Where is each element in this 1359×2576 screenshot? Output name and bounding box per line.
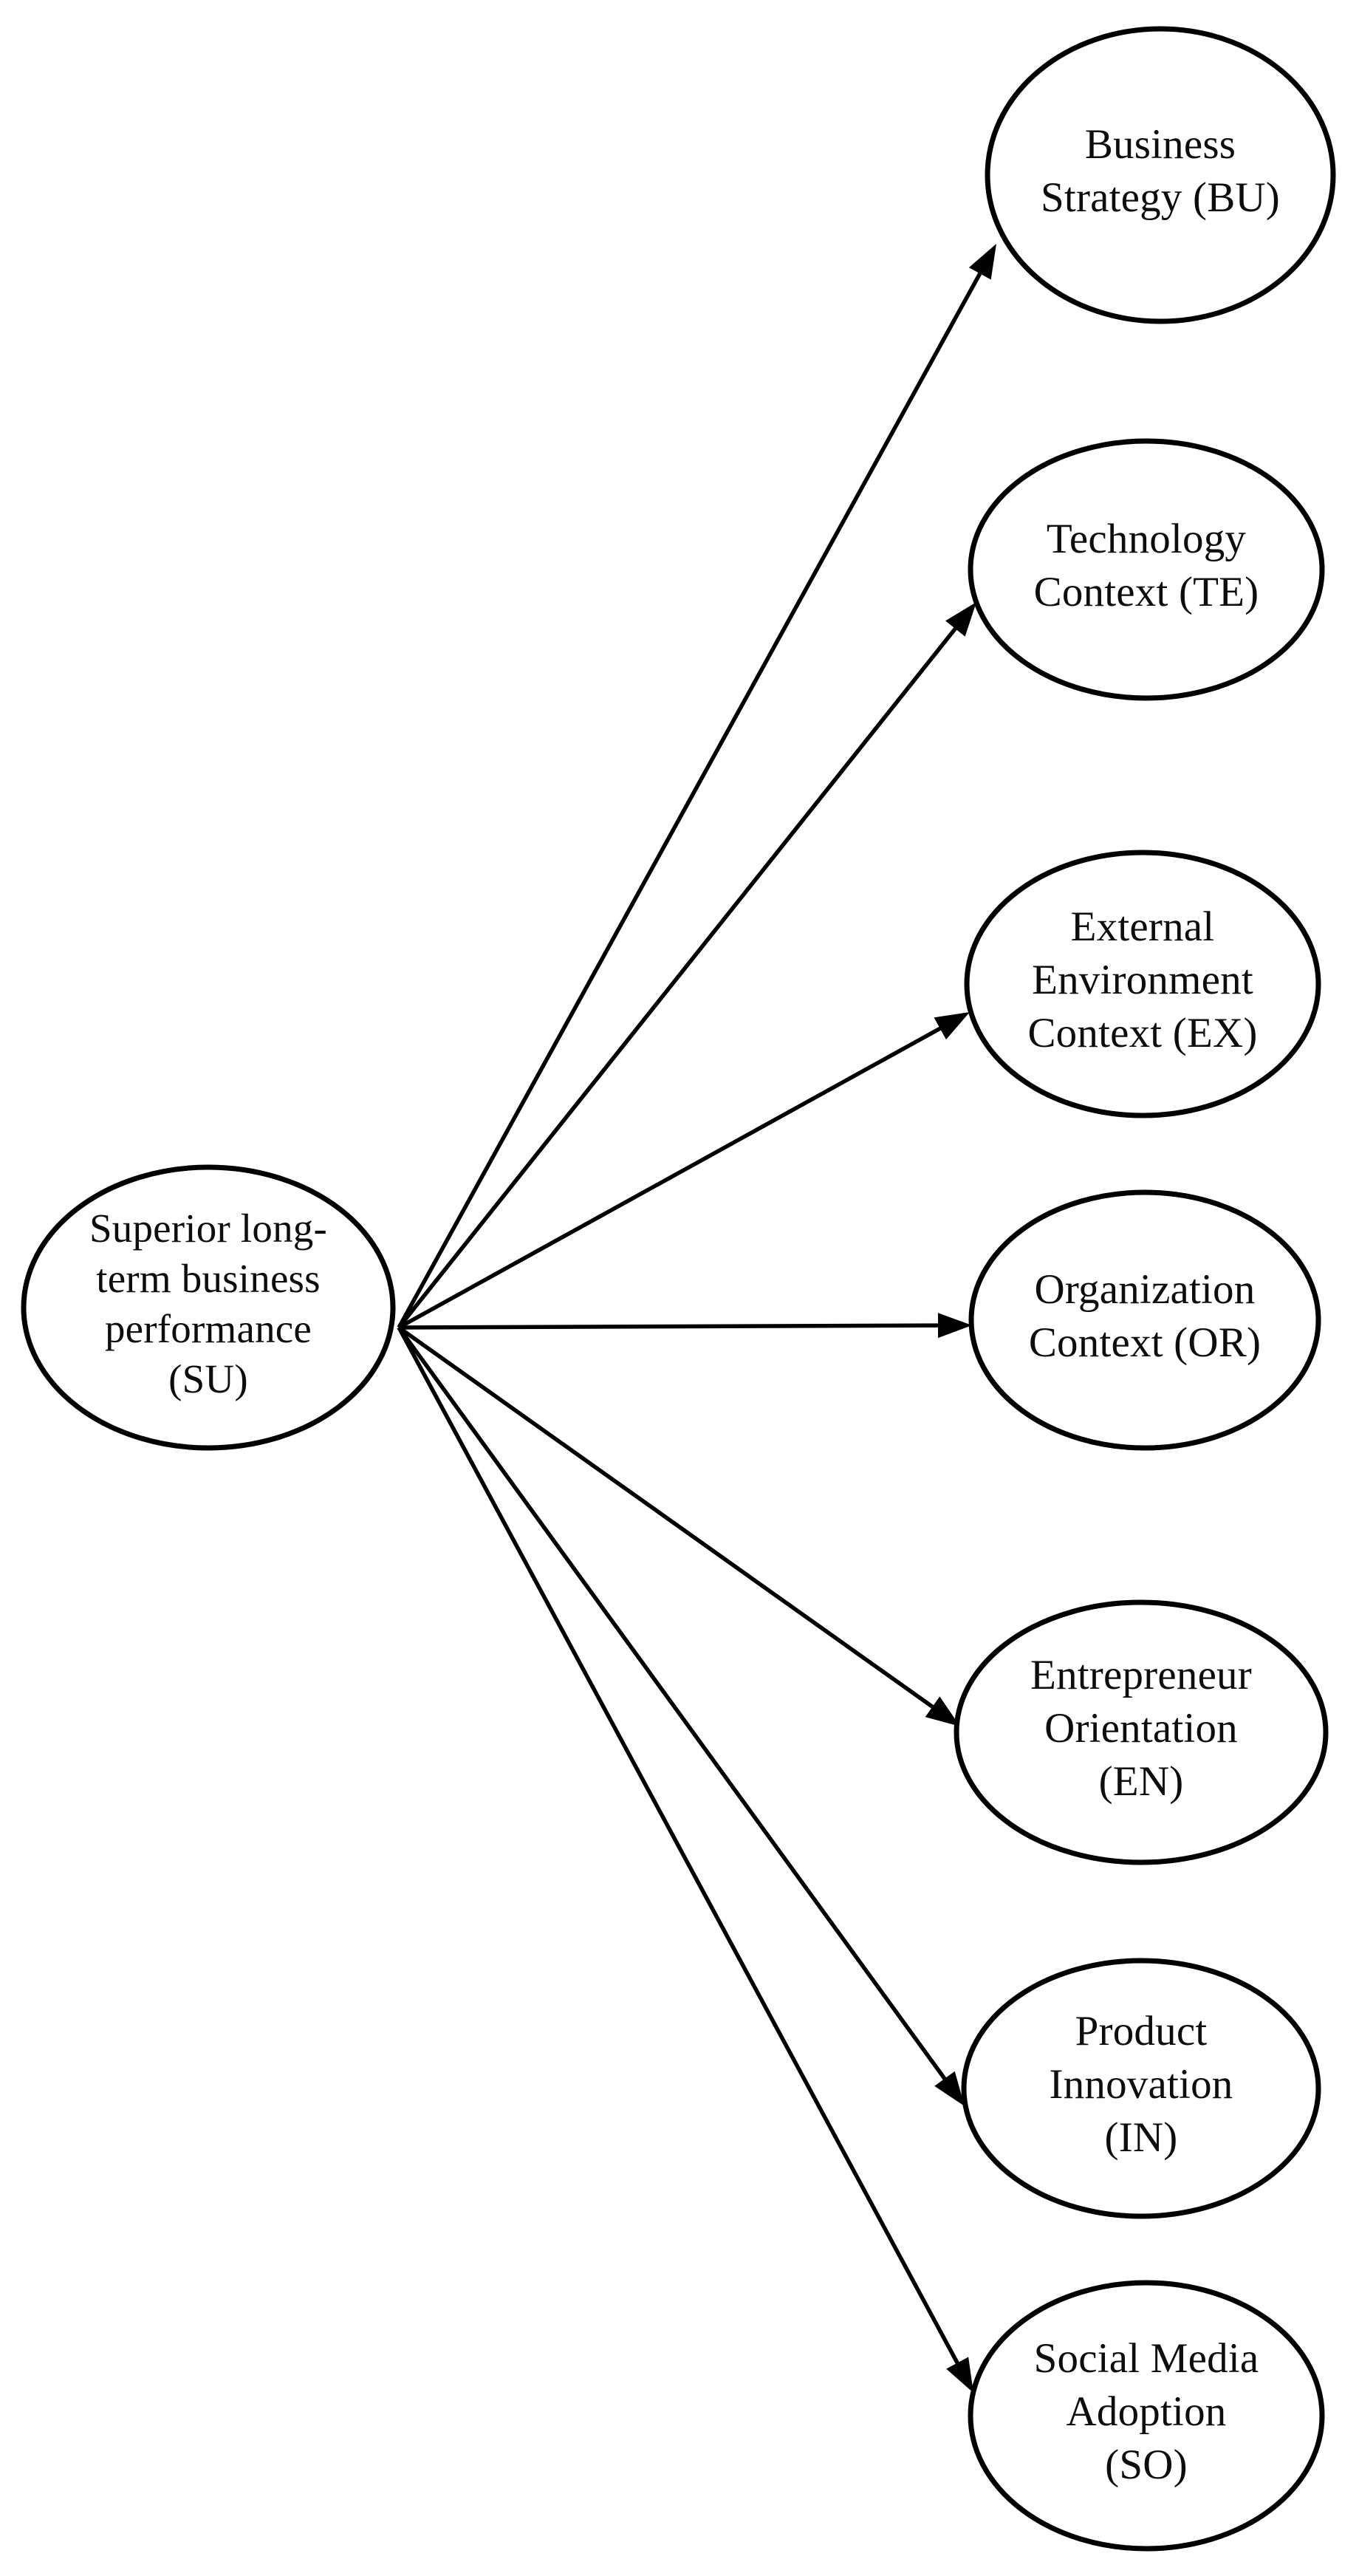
node-label-line: Orientation [1044,1705,1238,1752]
node-ellipse-so[interactable] [968,2280,1325,2552]
edge-line [397,1326,962,2368]
node-label-line: (IN) [1105,2114,1178,2161]
edges-layer [397,244,996,2393]
node-label-line: (SO) [1105,2442,1188,2488]
nodes-layer: Superior long-term business performance (S… [21,26,1336,2552]
edge-arrowhead-icon [937,1313,972,1339]
edge-su-to-so [397,1326,973,2393]
edge-line [398,1323,943,1330]
edge-arrowhead-icon [945,602,976,637]
edge-line [397,1325,937,1712]
edge-arrowhead-icon [934,1012,970,1040]
node-label-line: Context (OR) [1029,1319,1261,1366]
edge-su-to-in [397,1326,965,2106]
node-label-line: Social Media [1034,2335,1259,2382]
edge-su-to-te [397,602,976,1329]
node-label-line: Context (TE) [1034,569,1259,615]
node-label-line: Context (EX) [1027,1010,1257,1056]
node-ellipse-bu[interactable] [985,26,1336,324]
edge-su-to-bu [397,244,996,1329]
edge-line [397,1326,949,2084]
node-label-line: Product [1075,2008,1208,2054]
node-su[interactable]: Superior long-term business performance (S… [21,1164,396,1451]
edge-line [397,623,960,1329]
edge-line [397,268,985,1329]
node-label-line: Environment [1032,957,1253,1003]
edge-su-to-or [398,1313,972,1339]
node-label-line: (SU) [168,1356,248,1401]
node-label-line: (EN) [1099,1758,1184,1805]
node-label-line: Entrepreneur [1030,1652,1252,1698]
node-label-line: Superior long- [89,1206,327,1251]
node-label-line: Business [1085,121,1236,168]
node-ellipse-ex[interactable] [964,850,1321,1118]
node-label-line: Technology [1047,516,1247,562]
edge-su-to-ex [397,1012,970,1330]
node-label-line: Organization [1035,1266,1256,1313]
node-label-line: term business [96,1256,321,1301]
node-ellipse-or[interactable] [968,1189,1321,1451]
node-label-su: Superior long-term business performance (S… [89,1206,327,1401]
node-label-line: Adoption [1067,2388,1227,2435]
edge-su-to-en [397,1325,960,1726]
node-label-line: Strategy (BU) [1041,174,1280,221]
node-ellipse-su[interactable] [21,1164,396,1451]
edge-arrowhead-icon [968,244,996,280]
node-ellipse-en[interactable] [954,1599,1329,1865]
node-label-line: Innovation [1050,2061,1233,2108]
edge-arrowhead-icon [946,2357,973,2393]
node-ellipse-in[interactable] [961,1958,1321,2219]
edge-arrowhead-icon [934,2071,965,2106]
edge-line [397,1024,945,1330]
edge-arrowhead-icon [925,1696,960,1726]
node-ellipse-te[interactable] [968,438,1325,701]
node-label-line: performance [105,1306,312,1351]
node-label-line: External [1071,903,1215,950]
